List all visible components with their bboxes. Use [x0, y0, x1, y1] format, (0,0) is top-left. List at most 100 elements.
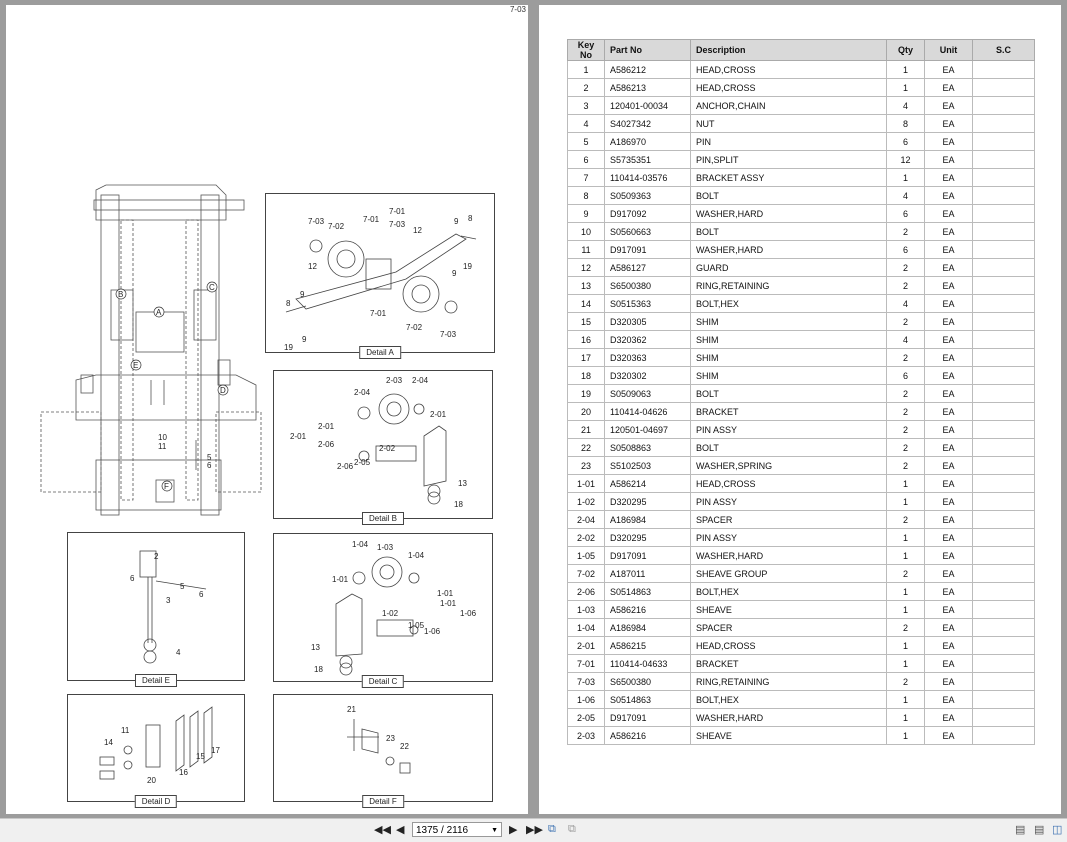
- callout-c-9: 1-06: [424, 627, 441, 636]
- col-part-no: Part No: [604, 39, 691, 61]
- callout-a-10: 9: [300, 290, 305, 299]
- cell-part-no: 110414-04626: [604, 402, 691, 421]
- cell-qty: 1: [886, 474, 925, 493]
- first-page-icon[interactable]: ◀◀: [374, 824, 391, 836]
- page-number-input[interactable]: 1375 / 2116 ▼: [412, 822, 502, 837]
- cell-sc: [972, 708, 1035, 727]
- cell-key-no: 22: [567, 438, 605, 457]
- cell-unit: EA: [924, 330, 973, 349]
- cell-description: SHIM: [690, 312, 887, 331]
- detail-f-label: Detail F: [362, 795, 404, 808]
- cell-sc: [972, 492, 1035, 511]
- cell-part-no: D320295: [604, 528, 691, 547]
- cell-part-no: A186970: [604, 132, 691, 151]
- cell-unit: EA: [924, 204, 973, 223]
- cell-unit: EA: [924, 600, 973, 619]
- detail-d-label: Detail D: [134, 795, 178, 808]
- cell-sc: [972, 294, 1035, 313]
- cell-description: SHIM: [690, 366, 887, 385]
- cell-part-no: A586127: [604, 258, 691, 277]
- cell-description: BRACKET: [690, 402, 887, 421]
- callout-a-11: 8: [286, 299, 291, 308]
- callout-a-0: 7-03: [308, 217, 325, 226]
- callout-f-0: 21: [347, 705, 356, 714]
- cell-sc: [972, 474, 1035, 493]
- cell-sc: [972, 204, 1035, 223]
- cell-sc: [972, 528, 1035, 547]
- callout-b-1: 2-04: [412, 376, 429, 385]
- callout-b-6: 2-06: [318, 440, 335, 449]
- cell-key-no: 2-05: [567, 708, 605, 727]
- cell-description: GUARD: [690, 258, 887, 277]
- prev-page-icon[interactable]: ◀: [396, 824, 405, 836]
- cell-sc: [972, 258, 1035, 277]
- cell-description: BRACKET: [690, 654, 887, 673]
- callout-10: 10: [158, 433, 167, 442]
- table-header-row: Key No Part No Description Qty Unit S.C: [567, 39, 1035, 61]
- callout-c-2: 1-04: [408, 551, 425, 560]
- callout-f-2: 22: [400, 742, 409, 751]
- callout-a-17: 7-03: [440, 330, 457, 339]
- cell-unit: EA: [924, 708, 973, 727]
- cell-qty: 4: [886, 294, 925, 313]
- col-sc: S.C: [972, 39, 1035, 61]
- cell-unit: EA: [924, 258, 973, 277]
- fit-page-icon[interactable]: ⧉: [548, 823, 556, 835]
- cell-description: NUT: [690, 114, 887, 133]
- cell-unit: EA: [924, 528, 973, 547]
- cell-part-no: A586212: [604, 60, 691, 79]
- callout-e-4: 3: [166, 596, 171, 605]
- cell-qty: 2: [886, 456, 925, 475]
- cell-description: BOLT: [690, 384, 887, 403]
- cell-part-no: S4027342: [604, 114, 691, 133]
- callout-a-1: 7-02: [328, 222, 345, 231]
- cell-unit: EA: [924, 132, 973, 151]
- detail-e-drawing: 2 6 5 6 3 4: [130, 550, 207, 664]
- cell-part-no: D320302: [604, 366, 691, 385]
- cell-key-no: 2-03: [567, 726, 605, 745]
- two-page-view-icon[interactable]: ◫: [1052, 824, 1063, 836]
- cell-qty: 4: [886, 96, 925, 115]
- cell-key-no: 20: [567, 402, 605, 421]
- cell-unit: EA: [924, 690, 973, 709]
- cell-unit: EA: [924, 60, 973, 79]
- cell-description: SHEAVE: [690, 600, 887, 619]
- cell-qty: 1: [886, 78, 925, 97]
- callout-e: E: [133, 361, 138, 370]
- cell-part-no: 110414-03576: [604, 168, 691, 187]
- callout-b-10: 13: [458, 479, 467, 488]
- cell-part-no: S5735351: [604, 150, 691, 169]
- single-page-view-icon[interactable]: ▤: [1015, 824, 1026, 836]
- next-page-icon[interactable]: ▶: [509, 824, 518, 836]
- cell-qty: 8: [886, 114, 925, 133]
- cell-key-no: 15: [567, 312, 605, 331]
- callout-e-3: 6: [199, 590, 204, 599]
- cell-description: ANCHOR,CHAIN: [690, 96, 887, 115]
- cell-key-no: 2-02: [567, 528, 605, 547]
- cell-qty: 2: [886, 564, 925, 583]
- callout-b: B: [118, 290, 123, 299]
- chevron-down-icon[interactable]: ▼: [491, 827, 498, 834]
- cell-qty: 2: [886, 276, 925, 295]
- cell-part-no: S6500380: [604, 672, 691, 691]
- continuous-view-icon[interactable]: ▤: [1034, 824, 1045, 836]
- cell-unit: EA: [924, 222, 973, 241]
- cell-key-no: 7-01: [567, 654, 605, 673]
- callout-d-5: 20: [147, 776, 156, 785]
- cell-key-no: 14: [567, 294, 605, 313]
- cell-description: HEAD,CROSS: [690, 60, 887, 79]
- fit-width-icon[interactable]: ⧉: [568, 823, 576, 835]
- last-page-icon[interactable]: ▶▶: [526, 824, 543, 836]
- callout-d: D: [220, 386, 226, 395]
- callout-e-1: 6: [130, 574, 135, 583]
